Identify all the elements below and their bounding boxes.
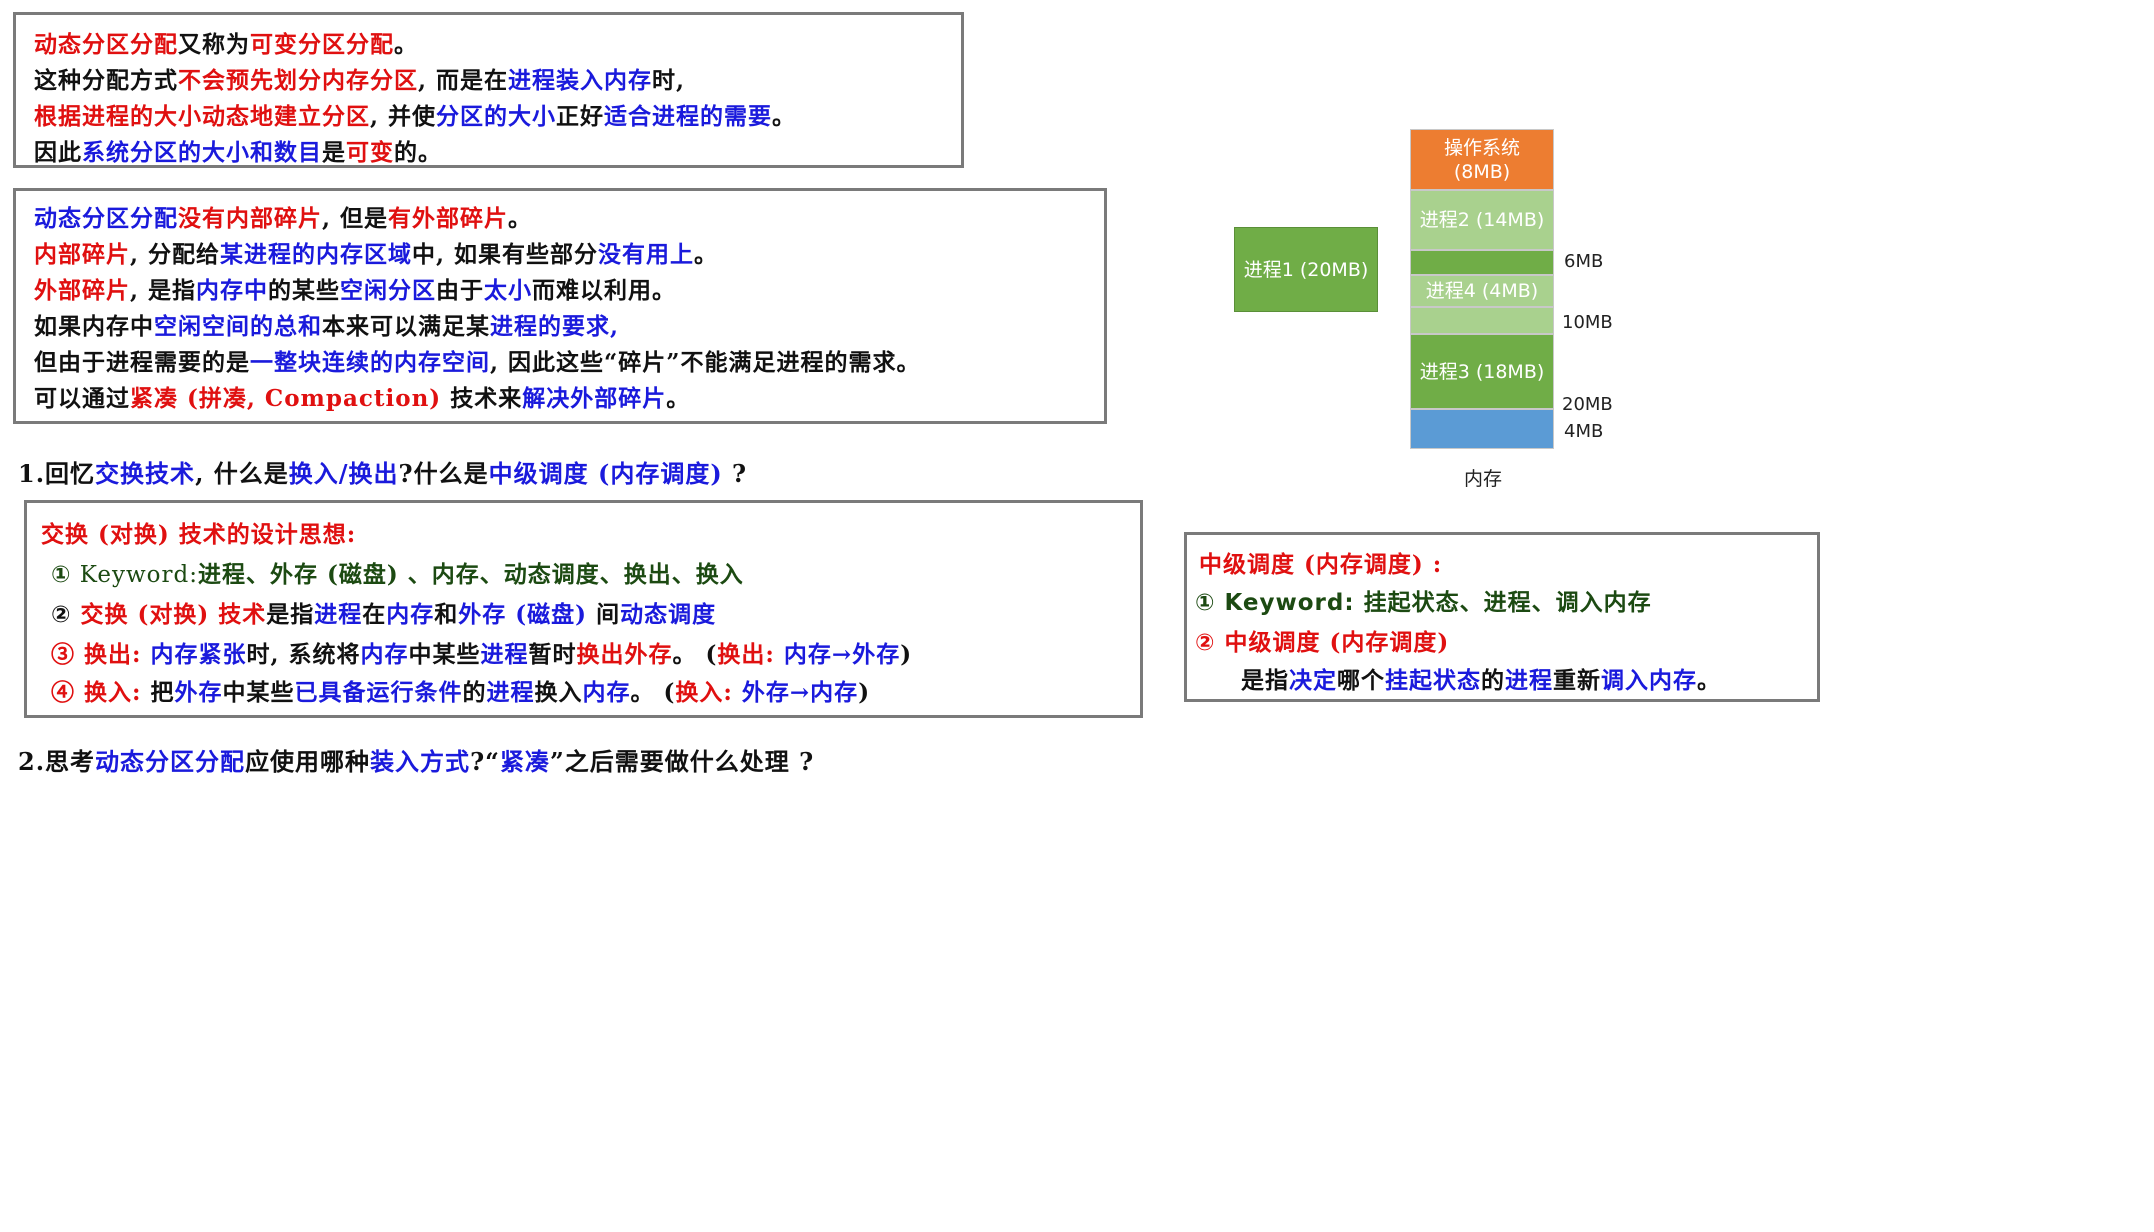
swapping-definition: ② 交换 (对换) 技术是指进程在内存和外存 (磁盘) 间动态调度 — [51, 601, 717, 628]
box2-line2: 内部碎片, 分配给某进程的内存区域中, 如果有些部分没有用上。 — [34, 241, 719, 268]
swap-out-line: ③ 换出: 内存紧张时, 系统将内存中某些进程暂时换出外存。 (换出: 内存→外… — [51, 641, 913, 668]
label-6mb: 6MB — [1564, 251, 1604, 272]
box2-line3: 外部碎片, 是指内存中的某些空闲分区由于太小而难以利用。 — [34, 277, 677, 304]
process2-block: 进程2 (14MB) — [1410, 190, 1554, 250]
label-10mb: 10MB — [1562, 312, 1613, 333]
process1-block: 进程1 (20MB) — [1234, 227, 1378, 312]
swapping-box: 交换 (对换) 技术的设计思想: ① Keyword:进程、外存 (磁盘) 、内… — [24, 500, 1143, 718]
medium-term-scheduling-box: 中级调度 (内存调度) : ① Keyword: 挂起状态、进程、调入内存 ② … — [1184, 532, 1820, 702]
label-20mb: 20MB — [1562, 394, 1613, 415]
free-6mb-block — [1410, 250, 1554, 275]
process3-block: 进程3 (18MB) — [1410, 334, 1554, 409]
box1-line4: 因此系统分区的大小和数目是可变的。 — [34, 139, 442, 166]
box2-line5: 但由于进程需要的是一整块连续的内存空间, 因此这些“碎片”不能满足进程的需求。 — [34, 349, 921, 376]
scheduling-title: 中级调度 (内存调度) : — [1199, 551, 1443, 578]
scheduling-definition: 是指决定哪个挂起状态的进程重新调入内存。 — [1241, 667, 1721, 694]
scheduling-item-2: ② 中级调度 (内存调度) — [1195, 629, 1450, 656]
box2-line6: 可以通过紧凑 (拼凑, Compaction) 技术来解决外部碎片。 — [34, 385, 691, 412]
memory-caption: 内存 — [1464, 468, 1503, 490]
box1-line3: 根据进程的大小动态地建立分区, 并使分区的大小正好适合进程的需要。 — [34, 103, 797, 130]
box2-line4: 如果内存中空闲空间的总和本来可以满足某进程的要求, — [34, 313, 620, 340]
dynamic-partition-box: 动态分区分配又称为可变分区分配。 这种分配方式不会预先划分内存分区, 而是在进程… — [13, 12, 964, 168]
swap-in-line: ④ 换入: 把外存中某些已具备运行条件的进程换入内存。 (换入: 外存→内存) — [51, 679, 871, 706]
fragmentation-box: 动态分区分配没有内部碎片, 但是有外部碎片。 内部碎片, 分配给某进程的内存区域… — [13, 188, 1107, 424]
question-1: 1.回忆交换技术, 什么是换入/换出?什么是中级调度 (内存调度) ? — [18, 459, 748, 488]
box2-line1: 动态分区分配没有内部碎片, 但是有外部碎片。 — [34, 205, 533, 232]
label-4mb: 4MB — [1564, 421, 1604, 442]
os-block: 操作系统 (8MB) — [1410, 129, 1554, 190]
swapping-keyword: ① Keyword:进程、外存 (磁盘) 、内存、动态调度、换出、换入 — [51, 561, 744, 588]
box1-line2: 这种分配方式不会预先划分内存分区, 而是在进程装入内存时, — [34, 67, 686, 94]
question-2: 2.思考动态分区分配应使用哪种装入方式?“紧凑”之后需要做什么处理 ? — [18, 747, 815, 776]
swapping-title: 交换 (对换) 技术的设计思想: — [41, 521, 357, 548]
process4-block: 进程4 (4MB) — [1410, 275, 1554, 307]
box1-line1: 动态分区分配又称为可变分区分配。 — [34, 31, 418, 58]
free-10mb-block — [1410, 307, 1554, 334]
free-4mb-block — [1410, 409, 1554, 449]
scheduling-keyword: ① Keyword: 挂起状态、进程、调入内存 — [1195, 589, 1652, 616]
